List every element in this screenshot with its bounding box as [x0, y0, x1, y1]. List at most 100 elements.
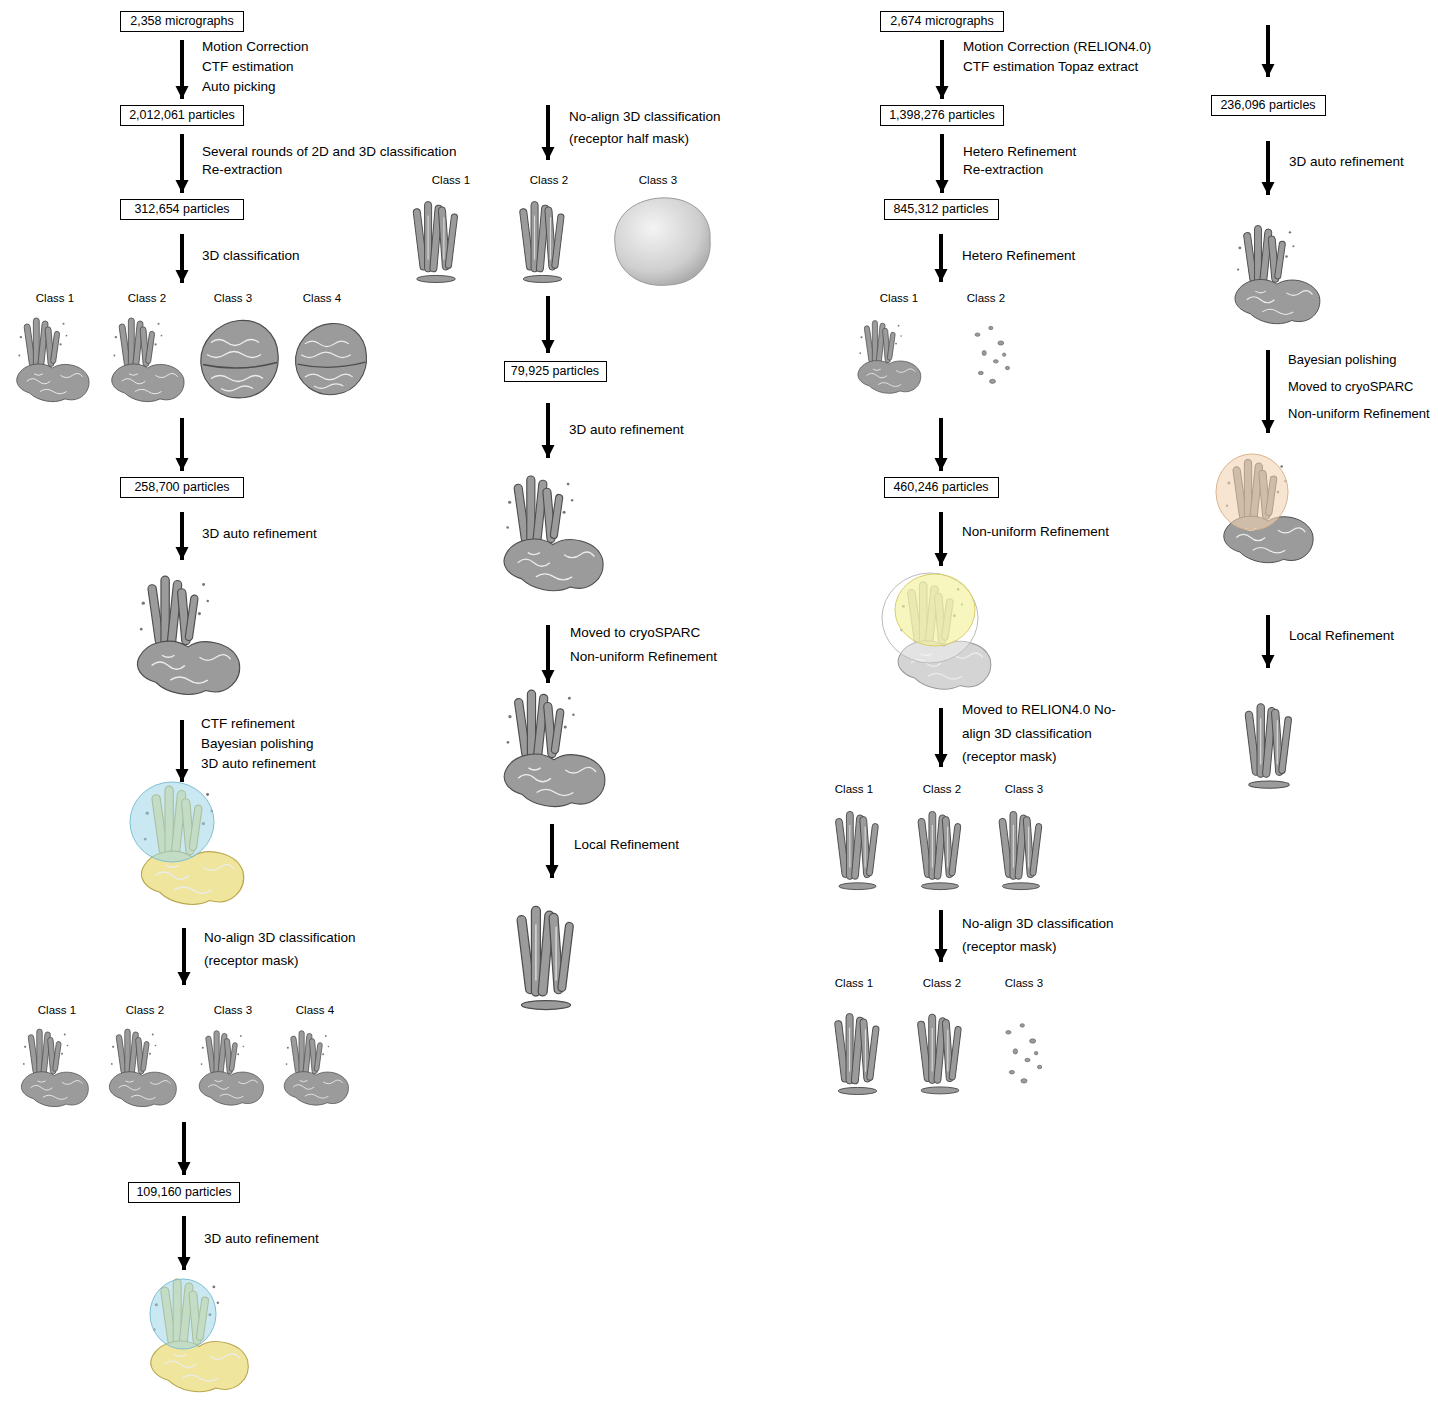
flow-arrow — [1266, 615, 1270, 668]
density-map — [21, 1029, 88, 1107]
density-map — [17, 318, 89, 402]
box-text: 1,398,276 particles — [889, 107, 995, 124]
density-map — [413, 202, 458, 283]
flow-arrow — [1266, 350, 1270, 433]
flow-arrow — [550, 824, 554, 878]
density-map — [917, 1014, 961, 1094]
step-label: 3D auto refinement — [204, 1231, 319, 1247]
flow-arrow — [939, 708, 943, 767]
density-map — [199, 1031, 263, 1105]
density-map — [284, 1031, 348, 1105]
step-label: Hetero Refinement Re-extraction — [963, 143, 1083, 179]
step-label: Bayesian polishing Moved to cryoSPARC No… — [1288, 346, 1434, 427]
box-text: 236,096 particles — [1220, 97, 1315, 114]
density-map — [918, 811, 961, 889]
flow-arrow — [180, 234, 184, 283]
class-label: Class 2 — [514, 173, 584, 187]
class-label: Class 3 — [623, 173, 693, 187]
flow-arrow — [180, 40, 184, 99]
step-label: No-align 3D classification (receptor mas… — [962, 912, 1118, 958]
class-label: Class 1 — [819, 976, 889, 990]
class-label: Class 4 — [287, 291, 357, 305]
class-label: Class 2 — [907, 782, 977, 796]
step-label: Motion Correction CTF estimation Auto pi… — [202, 37, 315, 97]
step-label: Motion Correction (RELION4.0) CTF estima… — [963, 37, 1157, 77]
class-label: Class 3 — [198, 1003, 268, 1017]
step-label: 3D auto refinement — [1289, 154, 1404, 170]
flow-arrow — [939, 234, 943, 282]
step-label: Local Refinement — [1289, 628, 1394, 644]
mask-volume — [130, 782, 214, 862]
particle-count-box: 312,654 particles — [120, 199, 244, 220]
class-label: Class 3 — [989, 782, 1059, 796]
flow-arrow — [939, 910, 943, 962]
step-label: No-align 3D classification (receptor mas… — [204, 926, 360, 972]
flow-arrow — [180, 512, 184, 560]
box-text: 79,925 particles — [511, 363, 599, 380]
particle-count-box: 79,925 particles — [504, 361, 607, 382]
particle-count-box: 460,246 particles — [884, 477, 999, 498]
class-label: Class 3 — [989, 976, 1059, 990]
class-label: Class 1 — [864, 291, 934, 305]
density-map — [834, 1014, 879, 1095]
mask-volume — [895, 574, 975, 646]
class-label: Class 2 — [112, 291, 182, 305]
step-label: Hetero Refinement — [962, 248, 1075, 264]
class-label: Class 4 — [280, 1003, 350, 1017]
flow-arrow — [1266, 141, 1270, 195]
class-label: Class 2 — [951, 291, 1021, 305]
class-label: Class 2 — [110, 1003, 180, 1017]
class-label: Class 2 — [907, 976, 977, 990]
density-map — [858, 321, 921, 394]
flow-arrow — [940, 134, 944, 193]
step-label: Moved to RELION4.0 No-align 3D classific… — [962, 698, 1118, 769]
particle-count-box: 236,096 particles — [1211, 95, 1326, 116]
density-map — [137, 576, 239, 694]
density-map — [504, 476, 603, 591]
particle-count-box: 2,358 micrographs — [120, 11, 244, 32]
step-label: Non-uniform Refinement — [962, 524, 1109, 540]
flow-arrow — [180, 418, 184, 471]
particle-count-box: 2,012,061 particles — [120, 105, 244, 126]
step-label: CTF refinement Bayesian polishing 3D aut… — [201, 714, 320, 774]
density-map — [151, 1279, 248, 1392]
particle-count-box: 109,160 particles — [128, 1182, 240, 1203]
mask-volume — [1216, 454, 1288, 530]
class-label: Class 1 — [20, 291, 90, 305]
mask-volume — [882, 573, 978, 663]
flow-arrow — [180, 720, 184, 782]
step-label: 3D classification — [202, 248, 300, 264]
box-text: 845,312 particles — [893, 201, 988, 218]
flow-arrow — [939, 512, 943, 566]
class-label: Class 1 — [22, 1003, 92, 1017]
flow-arrow — [546, 296, 550, 353]
flow-arrow — [1266, 25, 1270, 77]
box-text: 460,246 particles — [893, 479, 988, 496]
flow-arrow — [546, 403, 550, 458]
density-map — [519, 202, 564, 283]
density-map — [112, 318, 184, 402]
flow-arrow — [546, 105, 550, 160]
density-map — [517, 906, 574, 1009]
density-map — [999, 811, 1042, 889]
mask-volume — [150, 1279, 216, 1349]
flow-arrow — [182, 1216, 186, 1270]
flow-arrow — [940, 40, 944, 99]
box-text: 2,012,061 particles — [129, 107, 235, 124]
box-text: 312,654 particles — [134, 201, 229, 218]
flow-arrow — [182, 1122, 186, 1175]
class-label: Class 3 — [198, 291, 268, 305]
class-label: Class 1 — [819, 782, 889, 796]
density-map — [201, 320, 278, 398]
step-label: 3D auto refinement — [202, 526, 317, 542]
flow-arrow — [180, 134, 184, 193]
drawing-part — [182, 25, 1268, 1270]
particle-count-box: 845,312 particles — [884, 199, 999, 220]
box-text: 109,160 particles — [136, 1184, 231, 1201]
density-map — [835, 811, 878, 889]
class-label: Class 1 — [416, 173, 486, 187]
density-map — [1245, 704, 1292, 789]
step-label: Several rounds of 2D and 3D classificati… — [202, 143, 464, 179]
step-label: Moved to cryoSPARC Non-uniform Refinemen… — [570, 621, 722, 669]
